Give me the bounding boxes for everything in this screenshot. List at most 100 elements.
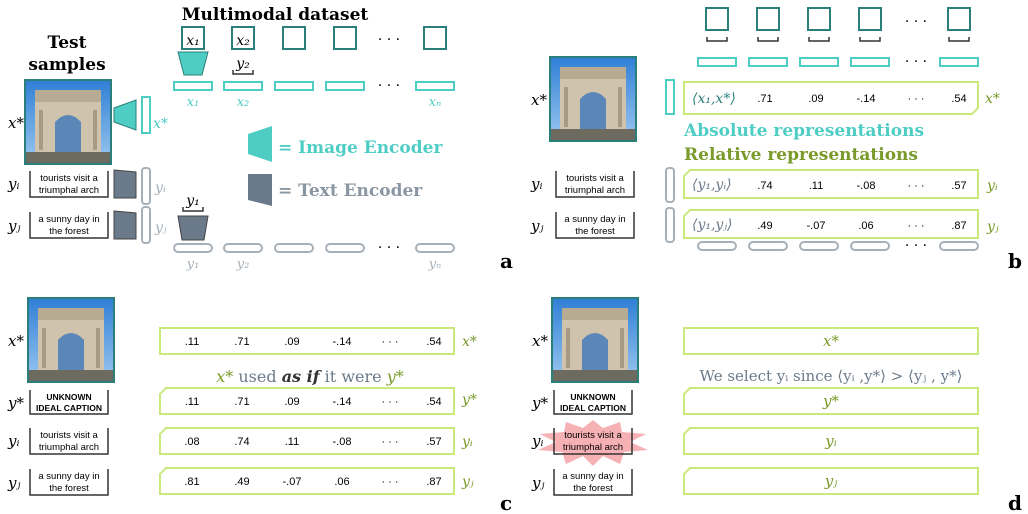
b-row-yi-box xyxy=(683,169,979,199)
c-caption-yj-box xyxy=(29,469,109,496)
c-row-yi-values: .08 .74 .11 -.08 · · · .57 xyxy=(184,436,441,448)
b-text-bars xyxy=(697,241,979,251)
y2-bottom: y₂ xyxy=(236,257,250,272)
image-encoder-icon xyxy=(177,51,209,76)
svg-text:.57: .57 xyxy=(951,180,966,192)
legend-image-encoder-icon xyxy=(248,126,272,162)
panel-a-letter: a xyxy=(500,249,513,273)
d-unknown-l1: UNKNOWN xyxy=(570,392,615,402)
yj-label: yⱼ xyxy=(7,217,20,235)
ellipsis-text-bars: · · · xyxy=(378,240,400,256)
d-arch-image xyxy=(551,297,639,383)
d-caption-yj-l2: the forest xyxy=(573,483,613,494)
caption-yj-l1: a sunny day in xyxy=(38,214,99,225)
y1-bracket xyxy=(182,207,204,212)
b-caption-yj-l2: the forest xyxy=(575,226,615,237)
c-row-yj-suffix: yⱼ xyxy=(461,474,474,490)
abs-title: Absolute representations xyxy=(683,121,924,141)
d-yj-label: yⱼ xyxy=(531,474,544,492)
yn-bottom: yₙ xyxy=(428,257,442,272)
yj-embedding-label: yⱼ xyxy=(154,220,167,236)
text-encoder-yj-icon xyxy=(113,210,137,240)
c-caption-yj-l2: the forest xyxy=(49,483,89,494)
c-row-ystar-suffix: y* xyxy=(461,392,477,408)
svg-text:-.07: -.07 xyxy=(807,220,826,232)
b-row-yi-label: ⟨y₁,yᵢ⟩ xyxy=(692,177,732,193)
c-caption-yj-l1: a sunny day in xyxy=(38,471,99,482)
b-row-x-label: ⟨x₁,x*⟩ xyxy=(692,91,736,107)
c-unknown-l2: IDEAL CAPTION xyxy=(36,403,102,413)
d-box-yj-label: yⱼ xyxy=(824,472,837,490)
d-box-x xyxy=(683,327,979,355)
svg-text:· · ·: · · · xyxy=(907,180,924,192)
d-caption-yi-l2: triumphal arch xyxy=(563,442,623,453)
b-row-x-box xyxy=(683,81,979,115)
b-image-bars xyxy=(697,57,979,67)
yi-embedding xyxy=(141,167,151,205)
caption-yi-l2: triumphal arch xyxy=(39,185,99,196)
svg-text:.54: .54 xyxy=(426,336,441,348)
test-title-line1: Test xyxy=(48,33,87,53)
svg-text:.87: .87 xyxy=(951,220,966,232)
b-caption-yi-box xyxy=(555,171,635,198)
b-yi-label: yᵢ xyxy=(530,175,543,193)
c-caption-yi-l2: triumphal arch xyxy=(39,442,99,453)
svg-text:.11: .11 xyxy=(185,336,199,348)
d-unknown-l2: IDEAL CAPTION xyxy=(560,403,626,413)
svg-text:.71: .71 xyxy=(757,93,772,105)
b-yj-label: yⱼ xyxy=(530,217,543,235)
svg-text:.71: .71 xyxy=(234,396,249,408)
x2-bottom: x₂ xyxy=(237,95,250,110)
svg-text:-.14: -.14 xyxy=(857,93,876,105)
ellipsis-bars: · · · xyxy=(378,78,400,94)
y1-label: y₁ xyxy=(185,193,200,209)
c-yi-label: yᵢ xyxy=(7,432,20,450)
c-sentence: x* used as if it were y* xyxy=(216,367,403,386)
d-xstar-label: x* xyxy=(532,332,548,350)
xstar-embedding xyxy=(141,96,151,134)
svg-text:.57: .57 xyxy=(426,436,441,448)
b-caption-yi-l1: tourists visit a xyxy=(566,173,624,184)
svg-text:.09: .09 xyxy=(808,93,823,105)
panel-b: · · · · · · x* ⟨x₁,x*⟩ .71 .09 -.14 · · … xyxy=(530,7,1022,273)
d-caption-yi-box xyxy=(553,428,633,455)
c-unknown-box xyxy=(29,390,109,415)
rel-title: Relative representations xyxy=(684,145,918,165)
c-unknown-l1: UNKNOWN xyxy=(46,392,91,402)
d-ystar-label: y* xyxy=(531,394,548,412)
d-box-ystar-label: y* xyxy=(822,392,839,410)
text-encoder-dataset-icon xyxy=(177,215,209,241)
c-caption-yi-box xyxy=(29,428,109,455)
svg-text:-.14: -.14 xyxy=(333,396,352,408)
d-box-yj xyxy=(683,467,979,495)
d-box-yi xyxy=(683,427,979,455)
y2-bracket xyxy=(232,70,254,75)
svg-text:· · ·: · · · xyxy=(381,476,398,488)
y1-bottom: y₁ xyxy=(186,257,200,272)
svg-text:.09: .09 xyxy=(284,396,299,408)
b-row-x-values: .71 .09 -.14 · · · .54 xyxy=(757,93,966,105)
svg-text:-.08: -.08 xyxy=(857,180,876,192)
d-select-text: We select yᵢ since ⟨yᵢ ,y*⟩ > ⟨yⱼ , y*⟩ xyxy=(700,367,963,385)
c-row-yi-box xyxy=(159,427,455,455)
d-caption-yj-box xyxy=(553,469,633,496)
caption-yi-l1: tourists visit a xyxy=(40,173,98,184)
c-row-x-suffix: x* xyxy=(462,334,477,350)
svg-text:.06: .06 xyxy=(334,476,349,488)
x1-bottom: x₁ xyxy=(187,95,200,110)
c-row-yi-suffix: yᵢ xyxy=(461,434,473,450)
panel-d: x* x* We select yᵢ since ⟨yᵢ ,y*⟩ > ⟨yⱼ … xyxy=(531,297,1022,514)
b-ellipsis-top: · · · xyxy=(905,14,927,30)
dataset-image-slots xyxy=(181,26,447,50)
d-box-ystar xyxy=(683,387,979,415)
caption-yj-l2: the forest xyxy=(49,226,89,237)
svg-text:.49: .49 xyxy=(234,476,249,488)
svg-text:.81: .81 xyxy=(184,476,199,488)
c-arch-image xyxy=(27,297,115,383)
b-ellipsis-bars: · · · xyxy=(905,54,927,70)
c-row-yj-box xyxy=(159,467,455,495)
b-caption-yj-l1: a sunny day in xyxy=(564,214,625,225)
svg-text:.74: .74 xyxy=(234,436,249,448)
c-row-x-values: .11 .71 .09 -.14 · · · .54 xyxy=(185,336,442,348)
x1-label: x₁ xyxy=(186,33,200,49)
